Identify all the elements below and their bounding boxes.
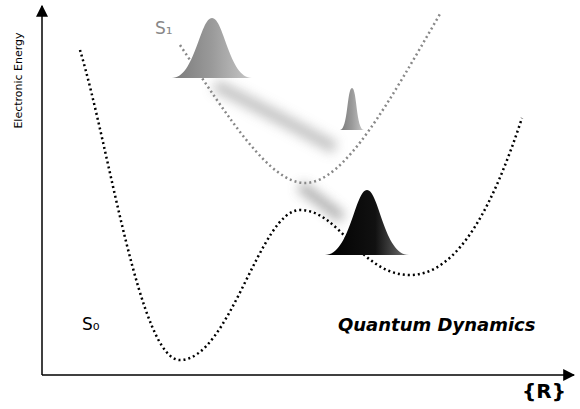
state-label: S₁ [155, 20, 173, 37]
wavepacket-trail [215, 85, 335, 148]
wavepacket-trail [300, 186, 342, 218]
wavepacket [172, 18, 252, 78]
energy-axis [41, 6, 43, 375]
panel-title: Quantum Dynamics [338, 316, 535, 334]
state-label: S₀ [82, 316, 100, 333]
ground-state-curve [80, 50, 522, 360]
coordinate-axis [42, 374, 574, 376]
wavepacket [325, 190, 409, 255]
axis-title: Electronic Energy [13, 32, 24, 128]
axis-title: {R} [522, 381, 566, 401]
wavepacket [340, 88, 364, 130]
